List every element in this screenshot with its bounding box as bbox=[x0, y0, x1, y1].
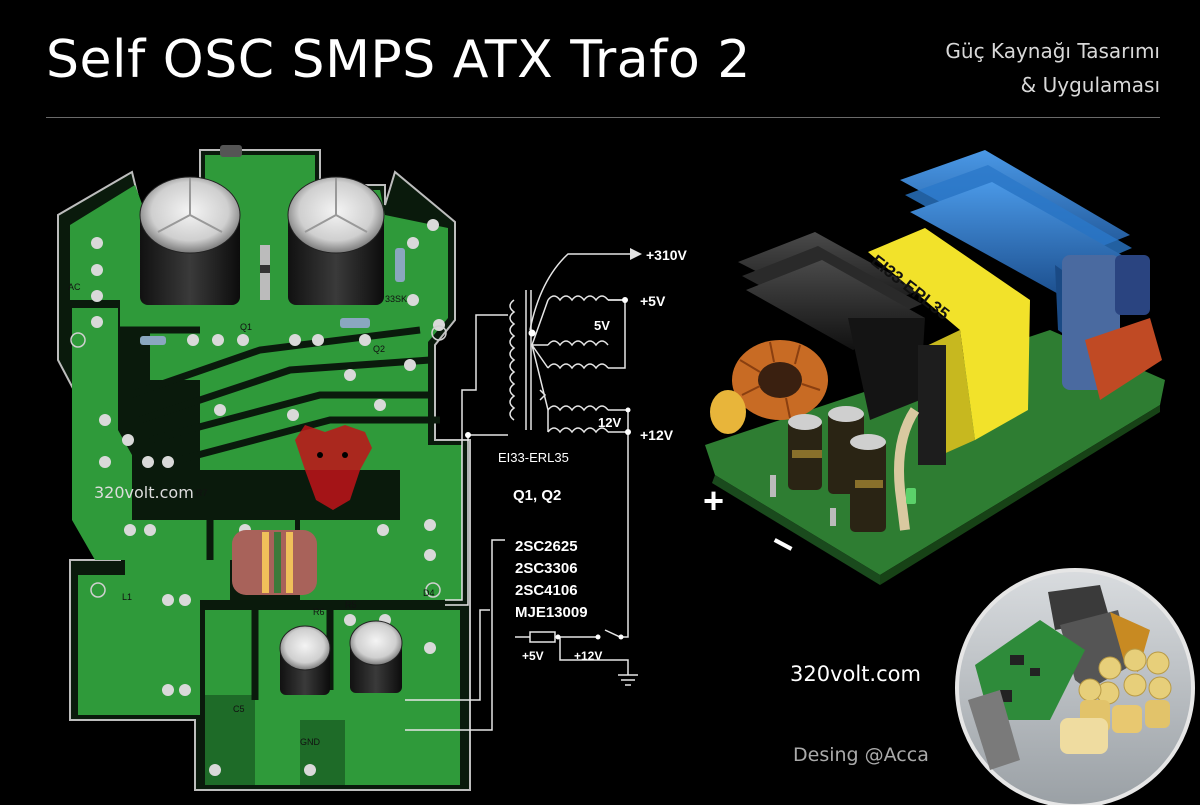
footer-site[interactable]: 320volt.com bbox=[790, 662, 921, 686]
pcb-pads bbox=[91, 219, 445, 776]
resistor-r2 bbox=[340, 318, 370, 328]
subtitle-line-1: Güç Kaynağı Tasarımı bbox=[945, 39, 1160, 63]
silk-gnd: GND bbox=[300, 737, 321, 747]
silk-l1: L1 bbox=[122, 592, 132, 602]
silk-r7: R7 bbox=[196, 488, 208, 498]
silk-ac: AC bbox=[68, 282, 81, 292]
title-divider bbox=[46, 117, 1160, 118]
footer-credit: Desing @Acca bbox=[793, 744, 929, 766]
output-capacitors bbox=[788, 406, 886, 532]
battery-cells bbox=[1060, 648, 1172, 754]
secondary-5v-b bbox=[547, 340, 609, 347]
smps-module-photo: EI33-ERL35 bbox=[705, 150, 1165, 585]
wire-310v bbox=[529, 253, 630, 331]
wire-q-mid bbox=[405, 609, 490, 701]
resistor-r4 bbox=[140, 336, 166, 345]
pcb-board: GND C5 L1 R6 R5 D4 Q1 Q2 R7 33SK AC bbox=[57, 145, 471, 791]
bulk-capacitor-left bbox=[139, 176, 241, 305]
transformer-schematic bbox=[405, 253, 638, 731]
label-core: EI33-ERL35 bbox=[498, 450, 569, 465]
secondary-5v-c bbox=[547, 363, 609, 370]
label-tap-5v: 5V bbox=[594, 318, 610, 333]
transistor-3: 2SC4106 bbox=[515, 582, 578, 599]
silk-r6: R6 bbox=[313, 607, 325, 617]
output-choke bbox=[232, 530, 317, 595]
x-capacitor bbox=[1085, 318, 1162, 400]
bulk-capacitor-right bbox=[287, 176, 385, 305]
arrow-310v bbox=[630, 248, 642, 260]
silk-r5: R5 bbox=[345, 600, 357, 610]
output-capacitor-c6 bbox=[349, 620, 403, 693]
subtitle-line-2: & Uygulaması bbox=[1020, 73, 1160, 97]
y-capacitor bbox=[710, 390, 746, 434]
silk-d4: D4 bbox=[423, 588, 435, 598]
transistor-2: 2SC3306 bbox=[515, 560, 578, 577]
photo-plus-sign: + bbox=[703, 480, 724, 521]
secondary-12v-b bbox=[547, 427, 609, 434]
switch-resistor bbox=[529, 631, 556, 643]
selector-switch bbox=[515, 610, 629, 638]
led bbox=[906, 488, 916, 504]
label-switch-5v: +5V bbox=[522, 649, 544, 663]
page-subtitle: Güç Kaynağı Tasarımı & Uygulaması bbox=[945, 34, 1160, 102]
label-out-12v: +12V bbox=[640, 427, 674, 443]
label-switch-12v: +12V bbox=[574, 649, 602, 663]
label-out-310v: +310V bbox=[646, 247, 688, 263]
resistor-r3 bbox=[395, 248, 405, 282]
pcb-site-watermark: 320volt.com bbox=[94, 483, 194, 502]
bear-logo bbox=[295, 425, 372, 510]
node-dots bbox=[465, 297, 631, 640]
wire-primary-bottom bbox=[445, 434, 508, 606]
silk-33sk: 33SK bbox=[385, 294, 407, 304]
label-q: Q1, Q2 bbox=[513, 487, 561, 504]
transformer-core: EI33-ERL35 bbox=[868, 228, 1030, 465]
braided-wire bbox=[894, 407, 920, 531]
label-out-5v: +5V bbox=[640, 293, 666, 309]
silk-q2: Q2 bbox=[373, 344, 385, 354]
photo-minus-sign: − bbox=[763, 521, 802, 569]
transistor-4: MJE13009 bbox=[515, 604, 588, 621]
fuse-cap bbox=[220, 145, 242, 157]
silk-c5: C5 bbox=[233, 704, 245, 714]
transistor-1: 2SC2625 bbox=[515, 538, 578, 555]
battery-inset bbox=[955, 568, 1195, 805]
heatsink-black bbox=[738, 232, 925, 420]
page-title: Self OSC SMPS ATX Trafo 2 bbox=[46, 30, 751, 90]
toroid-inductor bbox=[732, 340, 828, 420]
secondary-5v-a bbox=[547, 295, 609, 302]
secondary-12v-a bbox=[547, 405, 609, 412]
capacitor-input bbox=[1115, 255, 1150, 315]
wire-primary-top bbox=[445, 314, 508, 601]
label-tap-12v: 12V bbox=[598, 415, 621, 430]
primary-winding bbox=[509, 299, 516, 421]
wire-q-bottom bbox=[405, 539, 505, 731]
silk-q1: Q1 bbox=[240, 322, 252, 332]
output-capacitor-c5 bbox=[279, 625, 331, 695]
ground-symbol bbox=[618, 674, 638, 686]
